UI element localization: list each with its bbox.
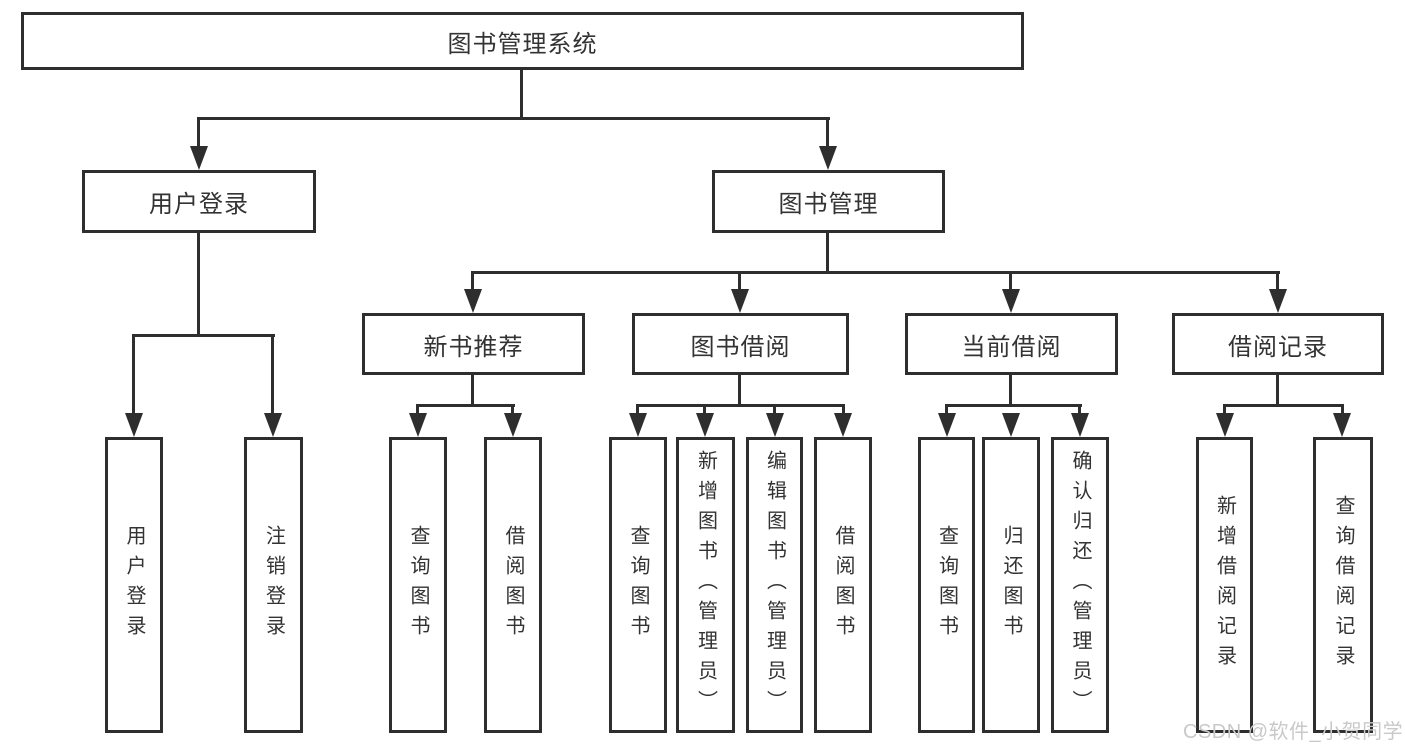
leaf-label: 借阅图书 xyxy=(502,525,524,645)
connector-line xyxy=(520,68,523,120)
arrowhead-down-icon xyxy=(731,289,749,313)
leaf-borrow-edit-books-admin: 编辑图书（管理员） xyxy=(746,437,803,733)
connector-line xyxy=(636,404,639,416)
connector-line xyxy=(826,117,829,147)
arrowhead-down-icon xyxy=(504,413,522,437)
leaf-label: 注销登录 xyxy=(262,525,285,645)
node-current-borrow: 当前借阅 xyxy=(905,313,1118,375)
node-book-borrow: 图书借阅 xyxy=(632,313,849,375)
arrowhead-down-icon xyxy=(834,413,852,437)
leaf-label: 查询图书 xyxy=(407,525,429,645)
connector-line xyxy=(197,117,200,147)
leaf-current-query-books: 查询图书 xyxy=(918,437,975,733)
connector-line xyxy=(1009,271,1012,293)
leaf-records-query-record: 查询借阅记录 xyxy=(1313,437,1373,733)
leaf-user-login: 用户登录 xyxy=(105,437,163,733)
connector-line xyxy=(1223,404,1344,407)
leaf-label: 编辑图书（管理员） xyxy=(763,450,786,720)
connector-line xyxy=(132,334,275,337)
leaf-label: 新增借阅记录 xyxy=(1213,495,1236,675)
node-borrow-records: 借阅记录 xyxy=(1172,313,1384,375)
arrowhead-down-icon xyxy=(409,413,427,437)
leaf-current-confirm-return-admin: 确认归还（管理员） xyxy=(1051,437,1109,733)
node-book-management: 图书管理 xyxy=(712,170,945,233)
arrowhead-down-icon xyxy=(1002,413,1020,437)
connector-line xyxy=(945,404,948,416)
connector-line xyxy=(132,334,135,414)
leaf-label: 归还图书 xyxy=(1000,525,1022,645)
connector-line xyxy=(945,404,1082,407)
arrowhead-down-icon xyxy=(1071,413,1089,437)
connector-line xyxy=(416,404,419,416)
arrowhead-down-icon xyxy=(190,146,208,170)
connector-line xyxy=(271,334,274,414)
leaf-label: 新增图书（管理员） xyxy=(694,450,717,720)
leaf-label: 查询借阅记录 xyxy=(1332,495,1354,675)
leaf-label: 用户登录 xyxy=(123,525,145,645)
connector-line xyxy=(1341,404,1344,416)
node-new-book-recommend: 新书推荐 xyxy=(362,313,585,375)
leaf-borrow-query-books: 查询图书 xyxy=(609,437,667,733)
node-label: 图书借阅 xyxy=(690,333,791,361)
connector-line xyxy=(773,404,776,416)
node-label: 图书管理 xyxy=(778,191,879,218)
connector-line xyxy=(471,271,1280,274)
node-label: 借阅记录 xyxy=(1228,333,1328,361)
leaf-borrow-add-books-admin: 新增图书（管理员） xyxy=(676,437,735,733)
node-label: 用户登录 xyxy=(149,191,249,218)
arrowhead-down-icon xyxy=(819,146,837,170)
arrowhead-down-icon xyxy=(1216,413,1234,437)
node-label: 当前借阅 xyxy=(961,333,1062,361)
connector-line xyxy=(738,375,741,406)
arrowhead-down-icon xyxy=(264,413,282,437)
connector-line xyxy=(511,404,514,416)
connector-line xyxy=(197,233,200,337)
leaf-recommend-query-books: 查询图书 xyxy=(389,437,447,733)
arrowhead-down-icon xyxy=(125,413,143,437)
node-label: 图书管理系统 xyxy=(447,30,598,58)
connector-line xyxy=(1223,404,1226,416)
leaf-logout: 注销登录 xyxy=(244,437,303,733)
connector-line xyxy=(1009,375,1012,406)
leaf-label: 查询图书 xyxy=(627,525,649,645)
arrowhead-down-icon xyxy=(1333,413,1351,437)
leaf-borrow-borrow-books: 借阅图书 xyxy=(814,437,872,733)
csdn-watermark: CSDN @软件_小贺同学 xyxy=(1183,721,1404,743)
leaf-recommend-borrow-books: 借阅图书 xyxy=(484,437,542,733)
arrowhead-down-icon xyxy=(1269,289,1287,313)
connector-line xyxy=(1078,404,1081,416)
connector-line xyxy=(636,404,845,407)
node-user-login: 用户登录 xyxy=(82,170,316,233)
arrowhead-down-icon xyxy=(464,289,482,313)
arrowhead-down-icon xyxy=(938,413,956,437)
connector-line xyxy=(738,271,741,293)
connector-line xyxy=(197,117,830,120)
connector-line xyxy=(416,404,515,407)
leaf-label: 借阅图书 xyxy=(832,525,854,645)
connector-line xyxy=(703,404,706,416)
leaf-current-return-books: 归还图书 xyxy=(982,437,1040,733)
arrowhead-down-icon xyxy=(629,413,647,437)
connector-line xyxy=(471,271,474,293)
connector-line xyxy=(1276,375,1279,406)
leaf-label: 查询图书 xyxy=(935,525,958,645)
leaf-label: 确认归还（管理员） xyxy=(1069,450,1091,720)
arrowhead-down-icon xyxy=(766,413,784,437)
node-label: 新书推荐 xyxy=(423,333,524,361)
arrowhead-down-icon xyxy=(1002,289,1020,313)
connector-line xyxy=(826,233,829,274)
arrowhead-down-icon xyxy=(696,413,714,437)
connector-line xyxy=(471,375,474,406)
node-library-management-system: 图书管理系统 xyxy=(21,12,1024,70)
connector-line xyxy=(842,404,845,416)
connector-line xyxy=(1276,271,1279,293)
leaf-records-add-record: 新增借阅记录 xyxy=(1196,437,1253,733)
